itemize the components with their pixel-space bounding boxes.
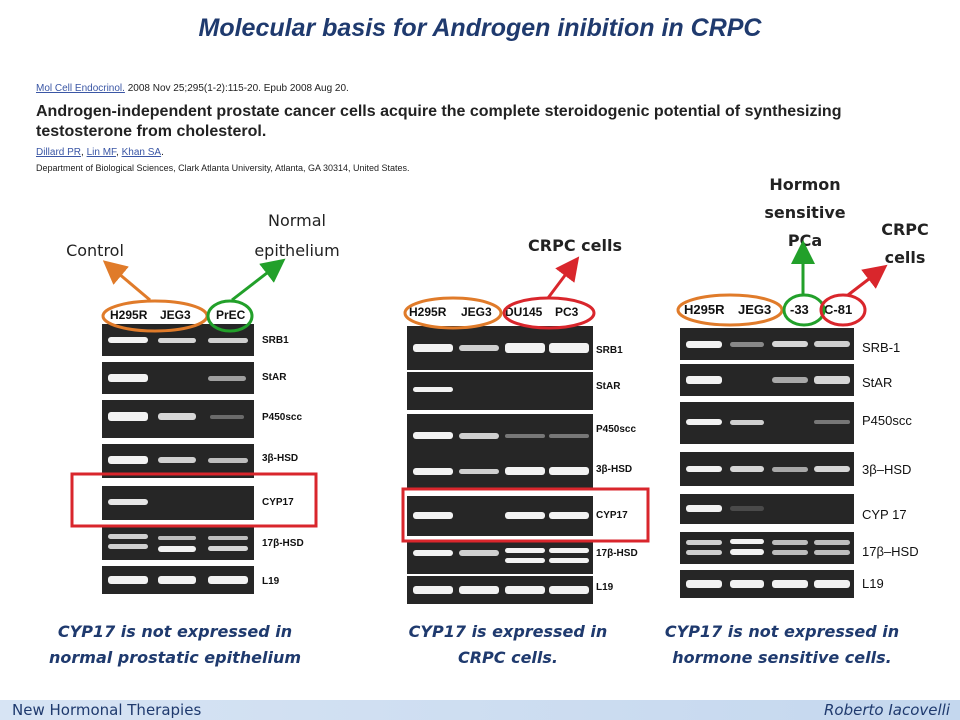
highlight-box-cyp17: [401, 487, 650, 543]
footer-left: New Hormonal Therapies: [12, 701, 202, 719]
ellipse-c81-lane: [819, 293, 867, 327]
citation-journal: Mol Cell Endocrinol. 2008 Nov 25;295(1-2…: [36, 83, 876, 94]
citation-authors: Dillard PR, Lin MF, Khan SA.: [36, 147, 164, 158]
lane-label: JEG3: [160, 308, 191, 322]
gel-row: [407, 372, 593, 410]
gel-row: [680, 570, 854, 598]
gene-label: StAR: [596, 381, 621, 392]
gene-label: 17β–HSD: [862, 544, 919, 559]
lane-label: H295R: [409, 305, 447, 319]
gel-row: [407, 576, 593, 604]
gene-label: 17β-HSD: [262, 538, 304, 549]
lane-label: C-81: [824, 302, 853, 317]
gene-label: P450scc: [262, 412, 303, 423]
caption-line: CRPC cells.: [457, 648, 558, 667]
label-crpc: CRPC: [881, 220, 929, 239]
lane-label: JEG3: [461, 305, 492, 319]
citation: Mol Cell Endocrinol. 2008 Nov 25;295(1-2…: [36, 83, 876, 173]
gel-row: [407, 414, 593, 454]
gene-label: P450scc: [862, 413, 912, 428]
author-link[interactable]: Khan SA: [121, 147, 162, 158]
lane-label: PC3: [555, 305, 579, 319]
label-hormon: Hormon: [769, 175, 841, 194]
gel-row: [102, 400, 254, 438]
lane-label: PrEC: [216, 308, 246, 322]
gene-label: CYP17: [596, 510, 628, 521]
arrow-crpc-c81: [847, 264, 888, 297]
label-normal: Normal: [268, 211, 326, 230]
gel-row: [102, 526, 254, 560]
lane-label: H295R: [110, 308, 148, 322]
gel-row: [102, 444, 254, 478]
gel-row: [680, 532, 854, 564]
gene-label: SRB1: [262, 335, 289, 346]
caption-line: CYP17 is not expressed in: [664, 622, 900, 641]
gene-label: 3β–HSD: [862, 462, 912, 477]
ellipse-control-lanes: [403, 296, 503, 330]
caption-line: hormone sensitive cells.: [672, 648, 892, 667]
journal-details: 2008 Nov 25;295(1-2):115-20. Epub 2008 A…: [124, 83, 349, 94]
caption-line: CYP17 is expressed in: [408, 622, 608, 641]
gel-row: [680, 452, 854, 486]
ellipse-prec-lane: [206, 299, 254, 333]
gel-row: [680, 402, 854, 444]
lane-label: DU145: [505, 305, 543, 319]
ellipse-crpc-lanes: [502, 296, 596, 330]
ellipse-c33-lane: [782, 293, 826, 327]
gel-row: [407, 454, 593, 490]
gene-label: 17β-HSD: [596, 548, 638, 559]
gene-label: SRB-1: [862, 340, 901, 355]
caption-line: CYP17 is not expressed in: [57, 622, 293, 641]
gel-row: [407, 326, 593, 370]
ellipse-control-lanes: [101, 299, 209, 333]
arrow-crpc: [546, 256, 580, 299]
gene-label: L19: [596, 582, 614, 593]
ellipse-control-lanes: [676, 293, 784, 327]
label-epithelium: epithelium: [254, 241, 340, 260]
gene-label: CYP17: [262, 497, 294, 508]
gene-label: P450scc: [596, 424, 637, 435]
slide-title: Molecular basis for Androgen inibition i…: [198, 14, 762, 42]
footer-bar: New Hormonal Therapies Roberto Iacovelli: [0, 700, 960, 720]
footer-right: Roberto Iacovelli: [824, 701, 950, 719]
citation-department: Department of Biological Sciences, Clark…: [36, 163, 410, 173]
gene-label: SRB1: [596, 345, 623, 356]
gel-row: [680, 328, 854, 360]
label-sensitive: sensitive: [764, 203, 846, 222]
lane-label: -33: [790, 302, 809, 317]
gene-label: 3β-HSD: [596, 464, 633, 475]
caption-line: normal prostatic epithelium: [49, 648, 301, 667]
gel-panel-crpc: H295R JEG3 DU145 PC3: [405, 300, 595, 605]
gel-row-cyp17: [102, 486, 254, 520]
gel-row: [102, 566, 254, 594]
gel-row-cyp17: [407, 496, 593, 536]
label-crpc-cells: CRPC cells: [528, 236, 622, 255]
gene-label: CYP 17: [862, 507, 907, 522]
journal-link[interactable]: Mol Cell Endocrinol.: [36, 83, 125, 94]
gene-label: StAR: [262, 372, 287, 383]
gene-label: 3β-HSD: [262, 453, 299, 464]
citation-headline: Androgen-independent prostate cancer cel…: [36, 103, 842, 140]
gel-row: [102, 362, 254, 394]
label-control: Control: [66, 241, 124, 260]
gene-label: StAR: [862, 375, 893, 390]
arrow-normal: [231, 258, 286, 302]
gel-row: [407, 540, 593, 574]
lane-label: H295R: [684, 302, 725, 317]
gene-label: L19: [862, 576, 884, 591]
highlight-box-cyp17: [70, 472, 318, 528]
gel-panel-hormone: H295R JEG3 -33 C-81: [678, 300, 858, 602]
lane-label: JEG3: [738, 302, 772, 317]
author-link[interactable]: Lin MF: [86, 147, 117, 158]
arrow-control: [102, 260, 151, 302]
gel-row: [680, 364, 854, 396]
gel-row-cyp17: [680, 494, 854, 524]
author-link[interactable]: Dillard PR: [36, 147, 82, 158]
gene-label: L19: [262, 576, 280, 587]
label-cells: cells: [884, 248, 926, 267]
